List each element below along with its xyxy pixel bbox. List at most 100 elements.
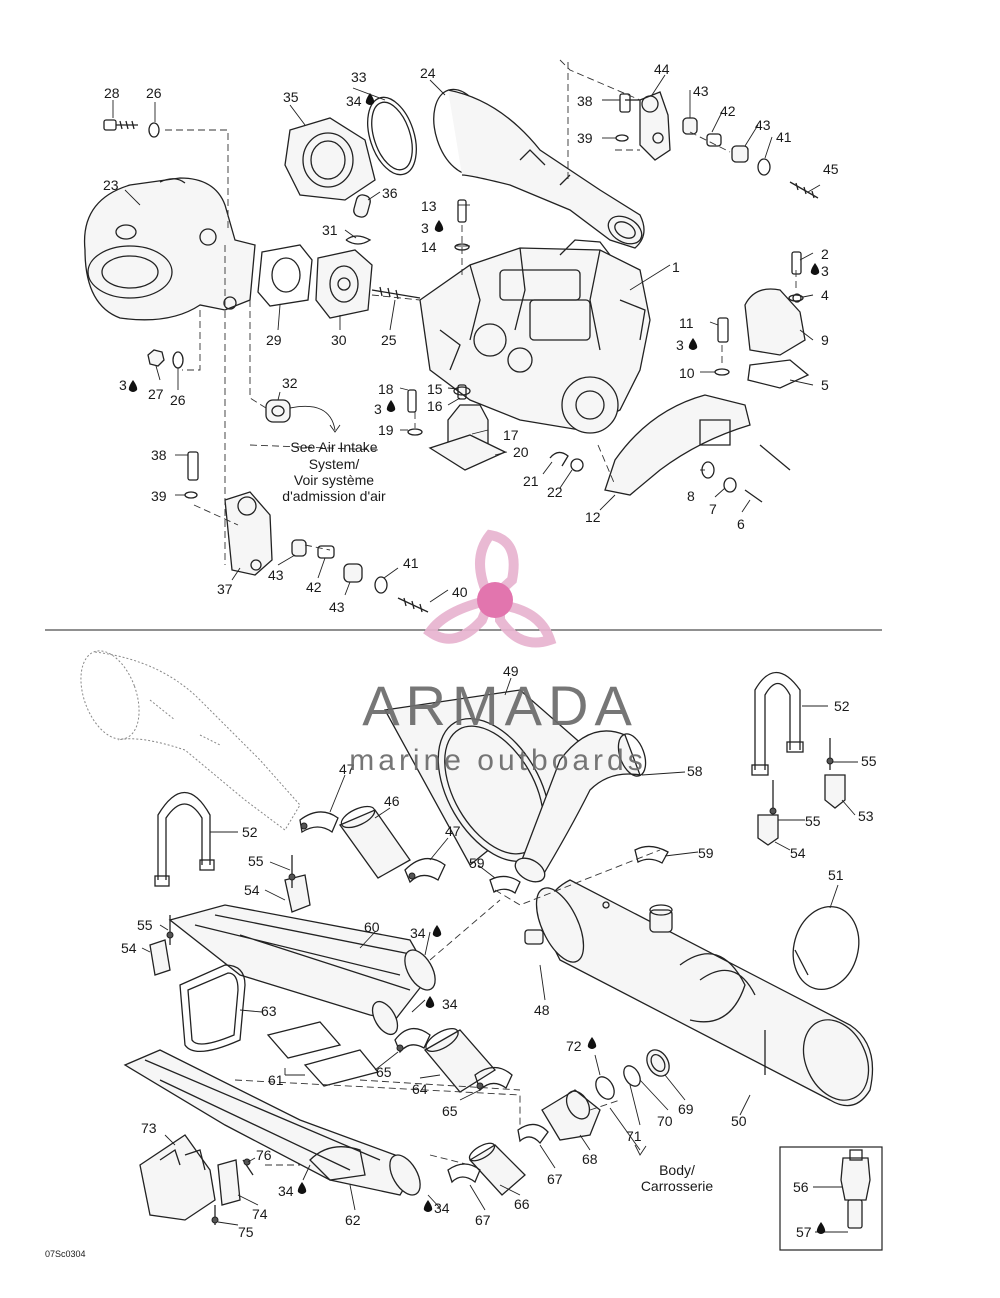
engine-support-right <box>744 251 810 389</box>
drop-icon <box>688 338 698 350</box>
callout: 30 <box>331 332 347 348</box>
clip <box>549 451 569 467</box>
callout: 22 <box>547 484 563 500</box>
drop-icon <box>587 1037 597 1049</box>
hose-64 <box>394 1027 513 1093</box>
engine-support-rear <box>184 451 429 613</box>
drawing-code: 07Sc0304 <box>45 1249 86 1259</box>
callout: 12 <box>585 509 601 525</box>
callout: 40 <box>452 584 468 600</box>
callout: 65 <box>376 1064 392 1080</box>
callout: 49 <box>503 663 519 679</box>
callout: 31 <box>322 222 338 238</box>
callout: 42 <box>306 579 322 595</box>
assembly-guides-bottom <box>234 849 661 1166</box>
callout: 15 <box>427 381 443 397</box>
screw <box>570 458 584 472</box>
callout: 76 <box>256 1147 272 1163</box>
bolt-13 <box>457 199 467 223</box>
callout: 69 <box>678 1101 694 1117</box>
callout: 8 <box>687 488 695 504</box>
callout: 19 <box>378 422 394 438</box>
callout: 41 <box>403 555 419 571</box>
callout: 3 <box>374 401 382 417</box>
callout: 52 <box>834 698 850 714</box>
callout: 42 <box>720 103 736 119</box>
callout: 75 <box>238 1224 254 1240</box>
muffler-strap <box>792 905 860 991</box>
callout: 21 <box>523 473 539 489</box>
callout: 23 <box>103 177 119 193</box>
callout: 62 <box>345 1212 361 1228</box>
water-fitting <box>541 1049 670 1141</box>
callout: 72 <box>566 1038 582 1054</box>
drop-icon <box>365 93 375 105</box>
sleeve <box>353 194 371 218</box>
engine-mount <box>407 384 507 471</box>
callout: 57 <box>796 1224 812 1240</box>
sleeve-32 <box>265 399 291 423</box>
callout: 34 <box>442 996 458 1012</box>
watermark-tagline: marine outboards <box>349 744 646 777</box>
armada-watermark: ARMADA marine outboards <box>349 529 646 777</box>
watermark-brand: ARMADA <box>362 674 638 737</box>
callout: 50 <box>731 1113 747 1129</box>
drop-icon <box>425 996 435 1008</box>
bracket-left <box>149 855 311 976</box>
callout: 45 <box>823 161 839 177</box>
callout: 68 <box>582 1151 598 1167</box>
callout: 41 <box>776 129 792 145</box>
callout: 17 <box>503 427 519 443</box>
callout: 66 <box>514 1196 530 1212</box>
drop-icon <box>386 400 396 412</box>
callout: 47 <box>445 823 461 839</box>
callout: 32 <box>282 375 298 391</box>
nut-27 <box>147 349 184 369</box>
callout: 55 <box>248 853 264 869</box>
callout: 74 <box>252 1206 268 1222</box>
callout: 24 <box>420 65 436 81</box>
callout: 14 <box>421 239 437 255</box>
callout: 53 <box>858 808 874 824</box>
cross-reference-notes: See Air Intake System/ Voir système d'ad… <box>282 439 713 1194</box>
callout: 18 <box>378 381 394 397</box>
engine-support-front <box>615 91 819 199</box>
hose-and-clamps <box>299 805 669 894</box>
callout: 11 <box>679 315 694 331</box>
callout: 43 <box>693 83 709 99</box>
callout: 16 <box>427 398 443 414</box>
callout: 34 <box>410 925 426 941</box>
drop-icon <box>816 1222 826 1234</box>
callout: 4 <box>821 287 829 303</box>
callout: 52 <box>242 824 258 840</box>
callout: 38 <box>151 447 167 463</box>
resonator <box>168 904 436 1052</box>
callout: 54 <box>790 845 806 861</box>
callout: 43 <box>329 599 345 615</box>
callout: 55 <box>137 917 153 933</box>
callout: 44 <box>654 61 670 77</box>
callout: 43 <box>268 567 284 583</box>
callout: 5 <box>821 377 829 393</box>
bolt-28 <box>103 119 160 138</box>
tail-pipe <box>123 1049 421 1196</box>
leader-lines <box>112 74 858 1233</box>
callout: 47 <box>339 761 355 777</box>
air-intake-note: System/ <box>309 456 360 472</box>
exhaust-flange <box>284 117 376 201</box>
callout: 34 <box>346 93 362 109</box>
drop-icon <box>432 925 442 937</box>
callout: 70 <box>657 1113 673 1129</box>
callout: 56 <box>793 1179 809 1195</box>
drop-icon <box>297 1182 307 1194</box>
callout: 20 <box>513 444 529 460</box>
callout: 58 <box>687 763 703 779</box>
callout: 25 <box>381 332 397 348</box>
strap-left <box>154 791 215 887</box>
strap-right <box>751 672 804 776</box>
exhaust-hose <box>514 730 647 883</box>
callout: 39 <box>577 130 593 146</box>
callout: 60 <box>364 919 380 935</box>
callout: 9 <box>821 332 829 348</box>
callout: 13 <box>421 198 437 214</box>
